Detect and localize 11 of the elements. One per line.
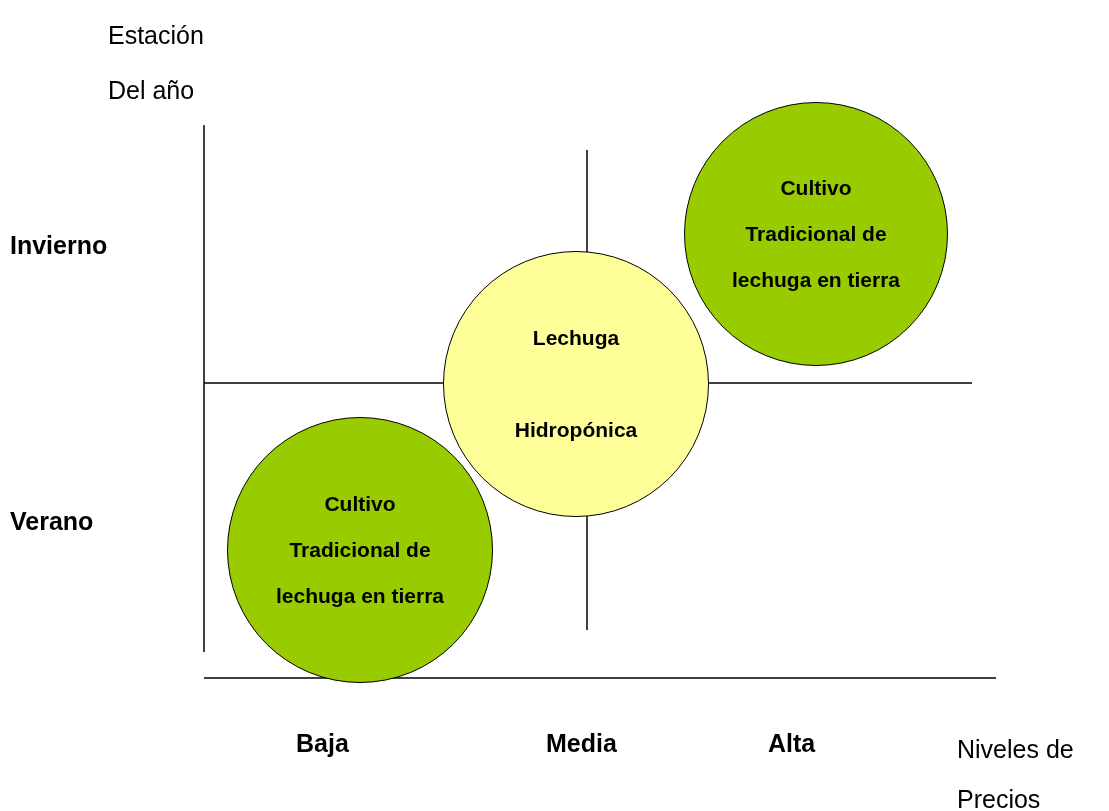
- circle-label: Hidropónica: [513, 417, 639, 443]
- axis-title: Estación Del año: [108, 20, 205, 106]
- axis-title: Niveles de Precios: [957, 734, 1075, 811]
- circle-label: Lechuga: [531, 325, 621, 351]
- circle-label: Cultivo Tradicional de lechuga en tierra: [730, 175, 902, 293]
- circle-label: Cultivo Tradicional de lechuga en tierra: [274, 491, 446, 609]
- row-label: Invierno: [10, 230, 109, 261]
- column-label: Baja: [296, 728, 350, 759]
- column-label: Alta: [768, 728, 817, 759]
- row-label: Verano: [10, 506, 95, 537]
- column-label: Media: [546, 728, 618, 759]
